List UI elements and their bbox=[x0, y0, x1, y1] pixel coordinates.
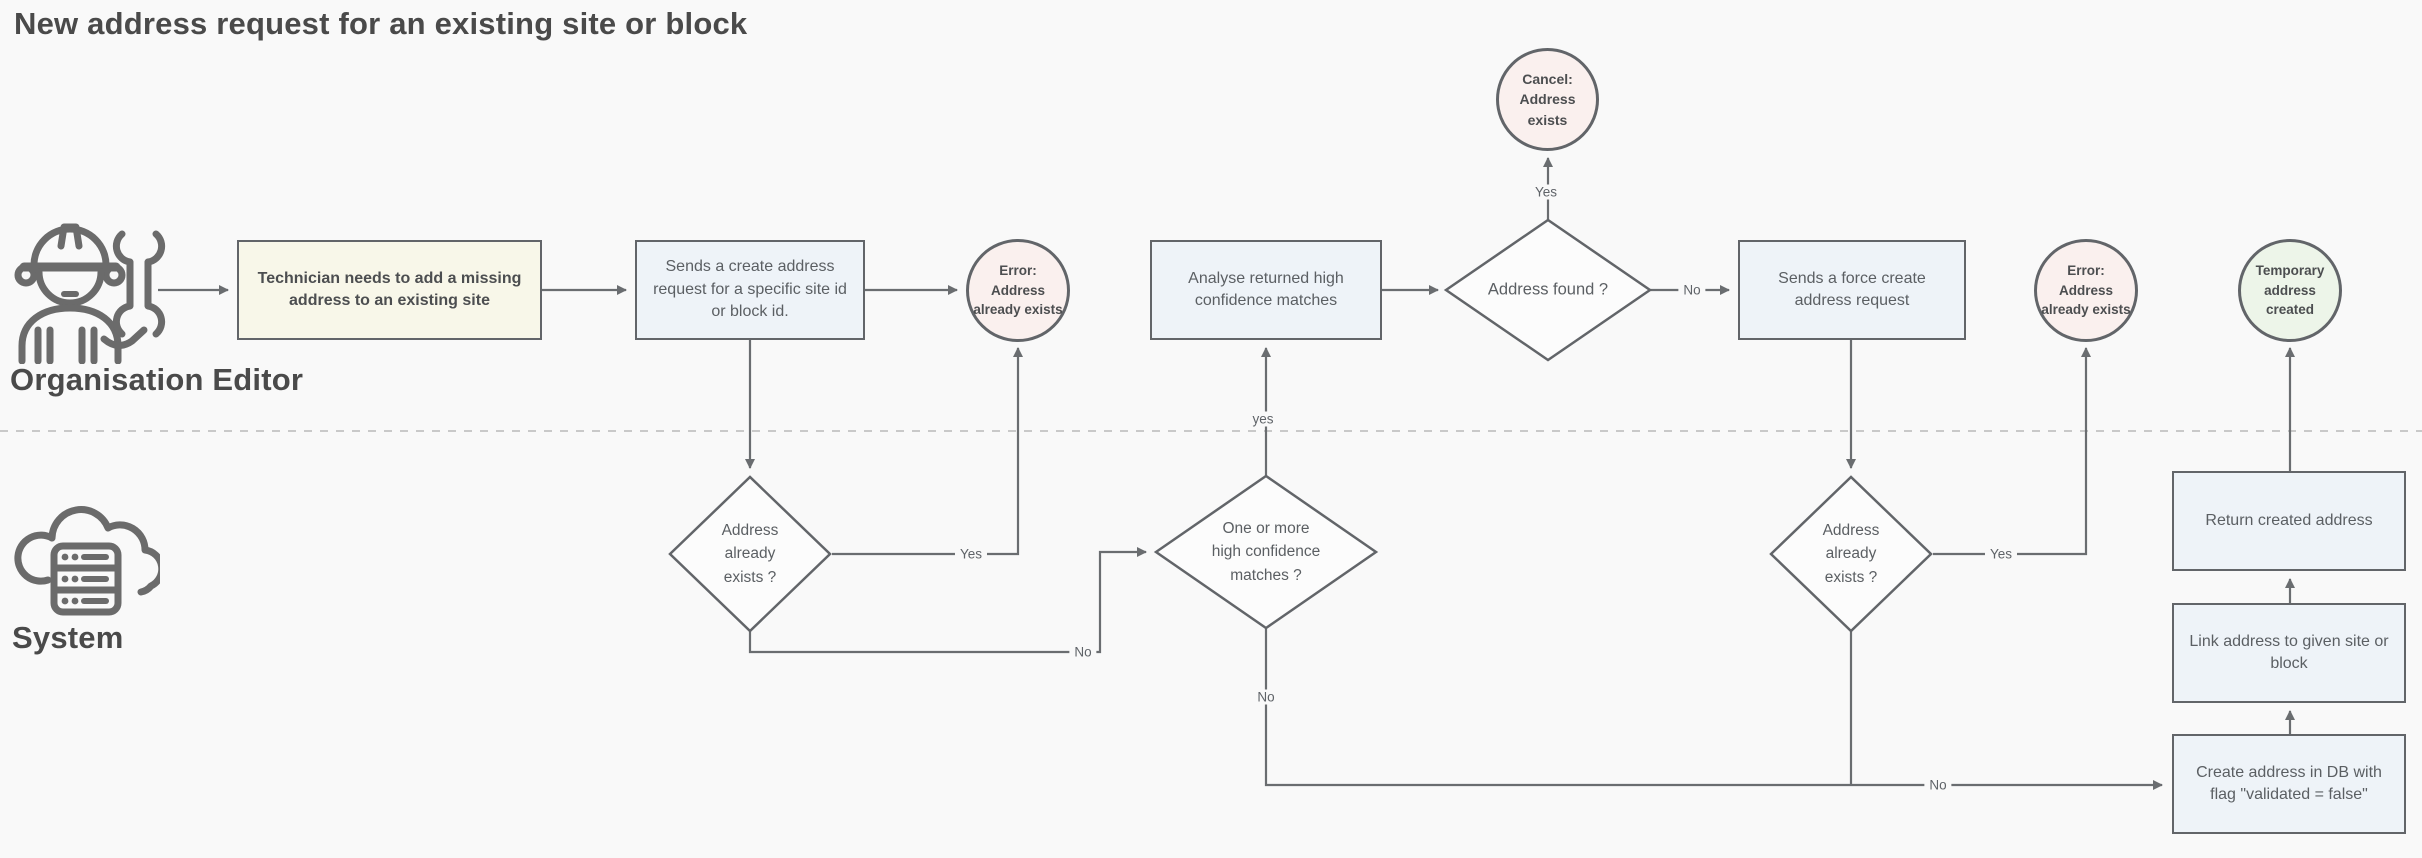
edge-label-address-found-no: No bbox=[1678, 282, 1706, 298]
edge-label-exists2-no: No bbox=[1924, 777, 1952, 793]
edge-exists2-yes-to-error2 bbox=[1933, 347, 2091, 556]
node-send-force-create: Sends a force create address request bbox=[1738, 240, 1966, 340]
page-title: New address request for an existing site… bbox=[14, 6, 748, 41]
node-link-address: Link address to given site or block bbox=[2172, 603, 2406, 703]
node-temporary-address-created: Temporary address created bbox=[2238, 239, 2342, 342]
decision-exists1-label: Address already exists ? bbox=[721, 522, 779, 586]
edge-label-matches-no: No bbox=[1252, 689, 1280, 705]
lane-label-system: System bbox=[12, 620, 124, 655]
edge-exists1-yes-to-error1 bbox=[832, 347, 1023, 556]
node-create-address-db: Create address in DB with flag "validate… bbox=[2172, 734, 2406, 834]
edge-label-matches-yes: yes bbox=[1247, 411, 1279, 427]
decision-exists2-label: Address already exists ? bbox=[1822, 522, 1880, 586]
edge-label-exists1-yes: Yes bbox=[954, 546, 988, 562]
decision-address-found-label: Address found ? bbox=[1487, 280, 1609, 299]
node-analyse-matches: Analyse returned high confidence matches bbox=[1150, 240, 1382, 340]
lane-label-organisation-editor: Organisation Editor bbox=[10, 362, 304, 397]
technician-icon bbox=[14, 212, 166, 365]
system-cloud-server-icon bbox=[14, 500, 166, 622]
edge-label-exists2-yes: Yes bbox=[1984, 546, 2018, 562]
edge-matches-no-to-create-db bbox=[1264, 628, 2163, 790]
decision-matches-shape bbox=[1153, 474, 1379, 630]
decision-matches-label: One or more high confidence matches ? bbox=[1211, 520, 1321, 584]
decision-exists2-shape bbox=[1769, 475, 1933, 633]
node-technician-note: Technician needs to add a missing addres… bbox=[237, 240, 542, 340]
node-send-create-request: Sends a create address request for a spe… bbox=[635, 240, 865, 340]
edge-label-exists1-no: No bbox=[1069, 644, 1097, 660]
node-error-address-exists-2: Error: Address already exists bbox=[2034, 239, 2138, 342]
edge-exists1-no-to-matches bbox=[748, 547, 1147, 654]
decision-exists1-shape bbox=[668, 475, 832, 633]
node-return-created-address: Return created address bbox=[2172, 471, 2406, 571]
decision-address-found-shape bbox=[1443, 218, 1653, 362]
node-error-address-exists-1: Error: Address already exists bbox=[966, 239, 1070, 342]
node-cancel-address-exists: Cancel: Address exists bbox=[1496, 48, 1599, 151]
edge-label-address-found-yes: Yes bbox=[1529, 184, 1563, 200]
